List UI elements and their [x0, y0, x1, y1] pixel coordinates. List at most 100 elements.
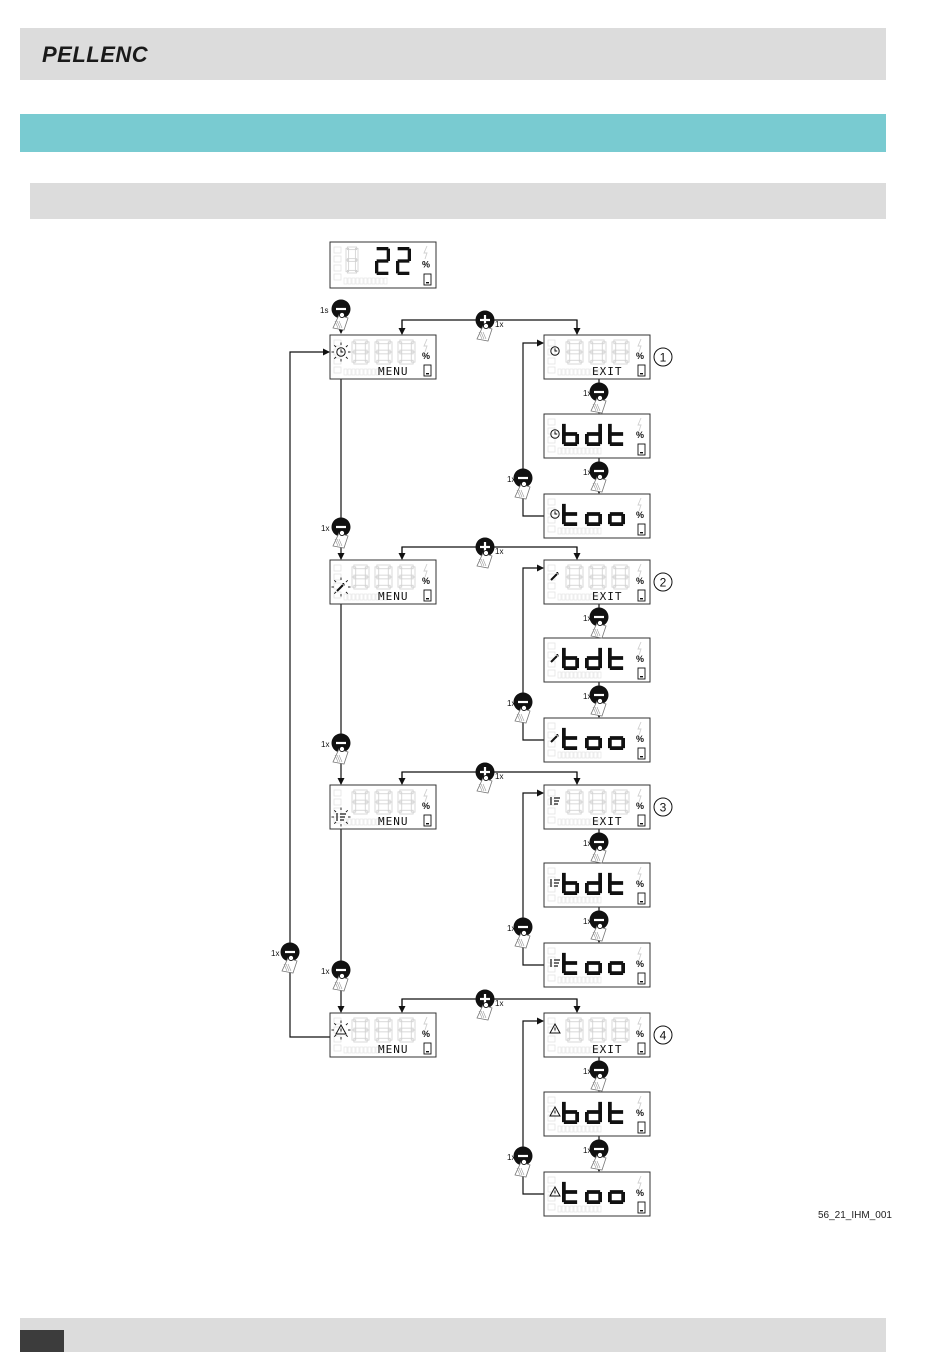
lcd-segment [587, 666, 600, 670]
minus-button-loop-2: 1x [507, 693, 533, 724]
percent-sign: % [636, 654, 644, 664]
lcd-segment [587, 1200, 600, 1204]
lcd-segment [564, 746, 577, 750]
menu-number-badge-4: 4 [654, 1026, 672, 1044]
lcd-segment [610, 746, 623, 750]
percent-sign: % [636, 1188, 644, 1198]
lcd-segment [564, 961, 577, 965]
press-count-label: 1s [320, 306, 328, 315]
lcd-segment [564, 442, 577, 446]
exit-display-2: % EXIT [544, 560, 650, 604]
percent-sign: % [636, 576, 644, 586]
menu-display-2: % MENU [330, 560, 436, 604]
lcd-segment [564, 1190, 577, 1194]
minus-button-bdt-2: 1x [583, 686, 609, 717]
minus-button-next-3: 1x [321, 961, 351, 992]
lcd-segment [610, 432, 623, 436]
percent-sign: % [636, 430, 644, 440]
lcd-segment [564, 1200, 577, 1204]
plus-button-menu-4: 1x [476, 990, 504, 1021]
lcd-segment [408, 249, 411, 261]
percent-sign: % [636, 1108, 644, 1118]
lcd-segment [398, 247, 410, 250]
lcd-segment [587, 1120, 600, 1124]
percent-sign: % [422, 576, 430, 586]
minus-button-next-1: 1x [321, 518, 351, 549]
menu-number: 3 [660, 801, 667, 815]
lcd-segment [587, 522, 600, 526]
lcd-segment [610, 522, 623, 526]
lcd-segment [610, 1200, 623, 1204]
lcd-segment [587, 432, 600, 436]
lcd-segment [564, 736, 577, 740]
lcd-segment [564, 432, 577, 436]
lcd-segment [587, 1190, 600, 1194]
press-count-label: 1x [495, 999, 503, 1008]
bdt-display-2: % [544, 638, 650, 682]
exit-display-3: %EXIT [544, 785, 650, 829]
menu-number-badge-1: 1 [654, 348, 672, 366]
press-count-label: 1x [321, 524, 329, 533]
minus-button-bdt-1: 1x [583, 462, 609, 493]
press-count-label: 1x [495, 320, 503, 329]
percent-sign: % [636, 510, 644, 520]
minus-button-next-2: 1x [321, 734, 351, 765]
plus-button-menu-2: 1x [476, 538, 504, 569]
lcd-segment [564, 512, 577, 516]
exit-display-1: %EXIT [544, 335, 650, 379]
lcd-segment [587, 656, 600, 660]
menu-display-3: % MENU [330, 785, 436, 829]
too-display-3: % [544, 943, 650, 987]
menu-label: MENU [378, 1043, 409, 1056]
exit-label: EXIT [592, 590, 623, 603]
lcd-segment [564, 522, 577, 526]
lcd-segment [587, 736, 600, 740]
menu-label: MENU [378, 365, 409, 378]
minus-button-return: 1x [271, 943, 300, 974]
lcd-segment [375, 261, 378, 273]
press-count-label: 1x [495, 547, 503, 556]
percent-sign: % [422, 259, 430, 269]
press-count-label: 1x [495, 772, 503, 781]
minus-button-loop-4: 1x [507, 1147, 533, 1178]
press-count-label: 1x [583, 839, 591, 848]
bdt-display-3: % [544, 863, 650, 907]
lcd-segment [398, 272, 410, 275]
lcd-segment [377, 247, 389, 250]
exit-label: EXIT [592, 1043, 623, 1056]
minus-button-exit-1: 1x [583, 383, 609, 414]
menu-label: MENU [378, 590, 409, 603]
lcd-segment [587, 881, 600, 885]
lcd-segment [564, 891, 577, 895]
press-count-label: 1x [507, 699, 515, 708]
percent-sign: % [636, 734, 644, 744]
percent-sign: % [422, 801, 430, 811]
press-count-label: 1x [583, 692, 591, 701]
minus-button-exit-4: 1x [583, 1061, 609, 1092]
menu-label: MENU [378, 815, 409, 828]
lcd-segment [610, 736, 623, 740]
lcd-segment [610, 442, 623, 446]
percent-sign: % [636, 959, 644, 969]
menu-number: 2 [660, 576, 667, 590]
press-count-label: 1x [583, 468, 591, 477]
percent-sign: % [636, 801, 644, 811]
lcd-segment [564, 666, 577, 670]
lcd-segment [587, 512, 600, 516]
percent-sign: % [636, 351, 644, 361]
menu-number: 4 [660, 1029, 667, 1043]
menu-display-4: %MENU [330, 1013, 436, 1057]
lcd-segment [610, 971, 623, 975]
press-count-label: 1x [583, 1146, 591, 1155]
flow-connector [290, 352, 330, 1037]
menu-number: 1 [660, 351, 667, 365]
press-count-label: 1x [321, 740, 329, 749]
lcd-segment [610, 666, 623, 670]
lcd-segment [564, 971, 577, 975]
minus-button-exit-2: 1x [583, 608, 609, 639]
bdt-display-1: % [544, 414, 650, 458]
figure-reference: 56_21_IHM_001 [818, 1210, 892, 1221]
plus-button-menu-3: 1x [476, 763, 504, 794]
lcd-segment [377, 272, 389, 275]
